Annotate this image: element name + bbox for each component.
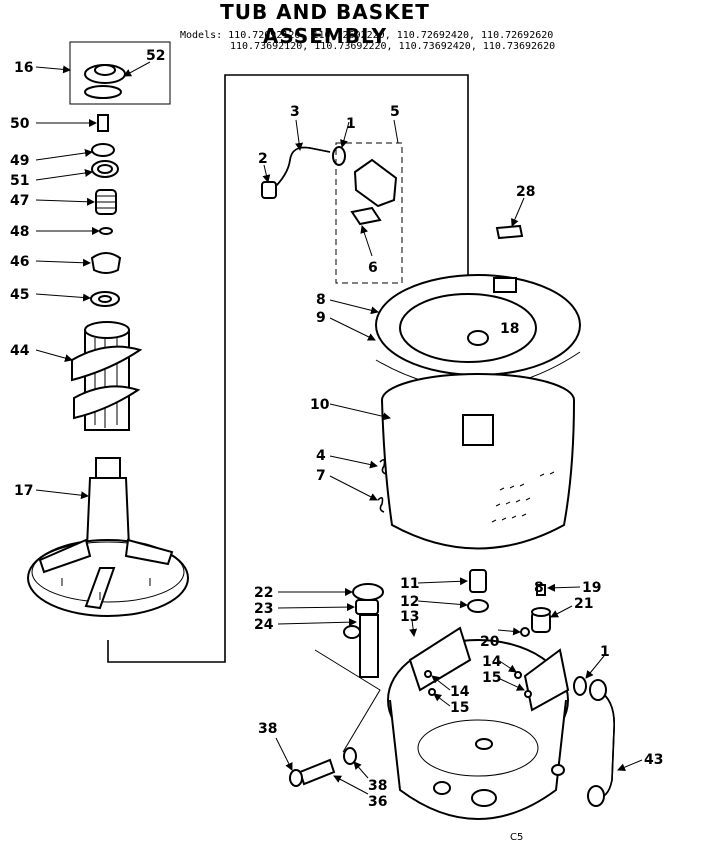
part-7-clip: [377, 496, 385, 513]
callout-36: 36: [368, 794, 387, 810]
part-15-washer: [428, 688, 532, 698]
callout-47: 47: [10, 193, 29, 209]
part-3-hose: [271, 146, 331, 191]
callout-46: 46: [10, 254, 29, 270]
callout-7: 7: [316, 468, 326, 484]
callout-15-left: 15: [450, 700, 469, 716]
part-10-basket: [381, 373, 575, 550]
part-45-bearing: [90, 291, 120, 307]
part-20-washer: [520, 627, 530, 637]
callout-5: 5: [390, 104, 400, 120]
callout-50: 50: [10, 116, 30, 132]
part-8-tub-ring: [375, 274, 581, 376]
models-line-2: 110.73692120, 110.73692220, 110.73692420…: [230, 41, 556, 52]
callout-44: 44: [10, 343, 30, 359]
diagram-title: TUB AND BASKET ASSEMBLY: [220, 0, 430, 48]
part-1-hose-clamp: [573, 676, 587, 696]
part-23-spring: [355, 599, 379, 615]
part-52-cap: [84, 64, 126, 99]
part-24-pump-tube: [343, 614, 379, 678]
part-5-bracket: [353, 158, 398, 208]
callout-43: 43: [644, 752, 663, 768]
part-21-pulley: [531, 607, 551, 633]
callout-18: 18: [500, 321, 519, 337]
part-49-washer: [91, 143, 115, 157]
callout-45: 45: [10, 287, 29, 303]
part-22-seal: [352, 583, 384, 601]
callout-10: 10: [310, 397, 330, 413]
callout-51: 51: [10, 173, 29, 189]
part-1-clamp: [332, 146, 346, 166]
callout-12: 12: [400, 594, 419, 610]
part-12-nut: [467, 599, 489, 613]
callout-17: 17: [14, 483, 33, 499]
leader-lines: [35, 61, 643, 795]
part-2-clamp: [261, 181, 277, 199]
callout-3: 3: [290, 104, 300, 120]
callout-1-lower: 1: [600, 644, 610, 660]
part-5-box: [335, 142, 403, 284]
callout-9: 9: [316, 310, 326, 326]
callout-14-left: 14: [450, 684, 470, 700]
callout-23: 23: [254, 601, 273, 617]
part-14-screw: [424, 670, 522, 679]
callout-21: 21: [574, 596, 593, 612]
footer-code: C5: [510, 832, 524, 843]
callout-14-right: 14: [482, 654, 502, 670]
part-11-fitting: [469, 569, 487, 593]
callout-24: 24: [254, 617, 274, 633]
callout-19: 19: [582, 580, 601, 596]
callout-11: 11: [400, 576, 419, 592]
part-51-ring: [91, 160, 119, 178]
callout-52: 52: [146, 48, 165, 64]
part-47-spring: [95, 189, 117, 215]
callout-16: 16: [14, 60, 33, 76]
hose-connector-line: [314, 649, 381, 753]
callout-13: 13: [400, 609, 419, 625]
part-13-outer-tub: [387, 626, 570, 820]
callout-8: 8: [316, 292, 326, 308]
callout-28: 28: [516, 184, 535, 200]
assembly-connector-line: [107, 74, 469, 663]
part-46-hub: [90, 252, 122, 274]
part-19-screw: [536, 584, 546, 596]
callout-6: 6: [368, 260, 378, 276]
models-line-1: Models: 110.72692120, 110.72692220, 110.…: [180, 30, 554, 41]
callout-49: 49: [10, 153, 29, 169]
callout-48: 48: [10, 224, 29, 240]
part-4-clip: [379, 458, 387, 475]
callout-15-right: 15: [482, 670, 501, 686]
part-44-auger: [71, 321, 143, 431]
callout-38-right: 38: [368, 778, 387, 794]
callout-labels: 16 52 50 49 51 47 48 46 45 44 17 3 1 5 2…: [10, 48, 663, 810]
callout-20: 20: [480, 634, 500, 650]
callout-38-left: 38: [258, 721, 277, 737]
callout-1-top: 1: [346, 116, 356, 132]
part-48-clip: [99, 227, 113, 235]
part-43-drain-hose: [587, 679, 615, 807]
callout-8-lower: 8: [534, 580, 544, 596]
callout-4: 4: [316, 448, 326, 464]
callout-2: 2: [258, 151, 268, 167]
part-50-bolt: [97, 114, 109, 132]
part-36-hose: [289, 747, 357, 787]
part-17-agitator: [27, 457, 189, 617]
callout-22: 22: [254, 585, 273, 601]
part-6-pad: [350, 206, 382, 226]
part-28-clip: [495, 224, 524, 240]
